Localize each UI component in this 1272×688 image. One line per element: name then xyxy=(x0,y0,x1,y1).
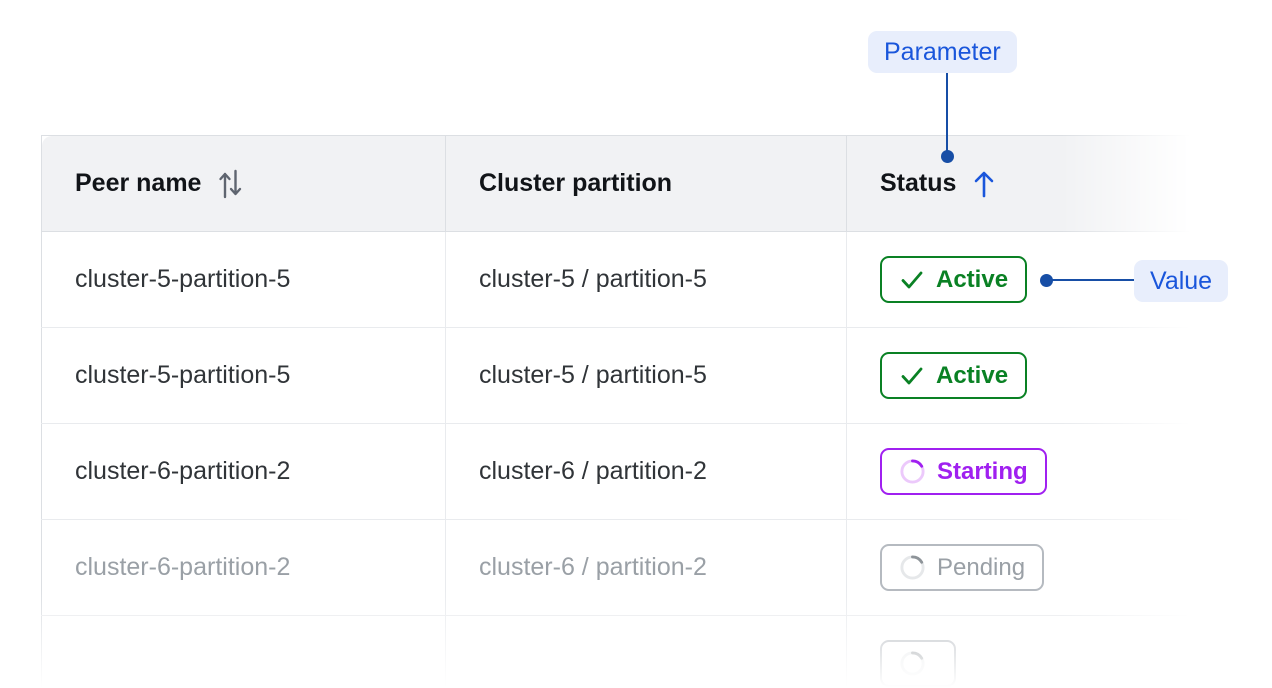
table-row[interactable]: cluster-5-partition-5 cluster-5 / partit… xyxy=(41,327,1191,424)
cell-peer-name xyxy=(41,615,446,688)
column-header-label: Status xyxy=(880,169,957,197)
cell-cluster-partition xyxy=(445,615,847,688)
peers-table: Peer name Cluster partition xyxy=(41,135,1191,688)
column-header-cluster-partition[interactable]: Cluster partition xyxy=(445,135,847,232)
cell-status: Active xyxy=(846,231,1191,328)
value-callout-dot xyxy=(1040,274,1053,287)
cell-status xyxy=(846,615,1191,688)
table-row[interactable]: cluster-6-partition-2 cluster-6 / partit… xyxy=(41,423,1191,520)
status-badge-label: Active xyxy=(936,361,1009,389)
column-header-status[interactable]: Status xyxy=(846,135,1191,232)
parameter-callout-line xyxy=(946,73,948,156)
status-badge: Active xyxy=(880,352,1028,399)
cell-cluster-partition: cluster-6 / partition-2 xyxy=(445,519,847,616)
cell-cluster-partition: cluster-6 / partition-2 xyxy=(445,423,847,520)
table-row[interactable]: cluster-6-partition-2 cluster-6 / partit… xyxy=(41,519,1191,616)
cell-peer-name: cluster-5-partition-5 xyxy=(41,327,446,424)
status-badge: Active xyxy=(880,256,1028,303)
spinner-icon xyxy=(900,555,925,580)
cell-peer-name: cluster-6-partition-2 xyxy=(41,423,446,520)
cell-status: Starting xyxy=(846,423,1191,520)
check-icon xyxy=(901,271,923,288)
status-badge xyxy=(880,640,956,687)
cell-status: Active xyxy=(846,327,1191,424)
parameter-callout-dot xyxy=(941,150,954,163)
check-icon xyxy=(901,367,923,384)
value-callout-line xyxy=(1052,279,1134,281)
table-header-row: Peer name Cluster partition xyxy=(41,135,1191,232)
cell-cluster-partition: cluster-5 / partition-5 xyxy=(445,231,847,328)
status-badge-label: Active xyxy=(936,265,1009,293)
column-header-peer-name[interactable]: Peer name xyxy=(41,135,446,232)
spinner-icon xyxy=(900,459,925,484)
table-header: Peer name Cluster partition xyxy=(41,135,1191,232)
status-badge: Starting xyxy=(880,448,1047,495)
sort-both-arrows-icon[interactable] xyxy=(218,169,244,199)
cell-cluster-partition: cluster-5 / partition-5 xyxy=(445,327,847,424)
cell-peer-name: cluster-5-partition-5 xyxy=(41,231,446,328)
table-row[interactable]: cluster-5-partition-5 cluster-5 / partit… xyxy=(41,231,1191,328)
status-badge-label: Pending xyxy=(937,553,1026,581)
sort-arrow-up-icon[interactable] xyxy=(973,170,995,198)
cell-peer-name: cluster-6-partition-2 xyxy=(41,519,446,616)
cell-status: Pending xyxy=(846,519,1191,616)
status-badge-label: Starting xyxy=(937,457,1028,485)
status-badge: Pending xyxy=(880,544,1045,591)
column-header-label: Peer name xyxy=(75,169,202,197)
column-header-label: Cluster partition xyxy=(479,169,673,197)
peers-table-container: Peer name Cluster partition xyxy=(41,135,1191,688)
table-row[interactable] xyxy=(41,615,1191,688)
value-callout-badge: Value xyxy=(1134,260,1229,302)
spinner-icon xyxy=(900,651,925,676)
table-body: cluster-5-partition-5 cluster-5 / partit… xyxy=(41,231,1191,688)
parameter-callout-badge: Parameter xyxy=(868,31,1017,73)
